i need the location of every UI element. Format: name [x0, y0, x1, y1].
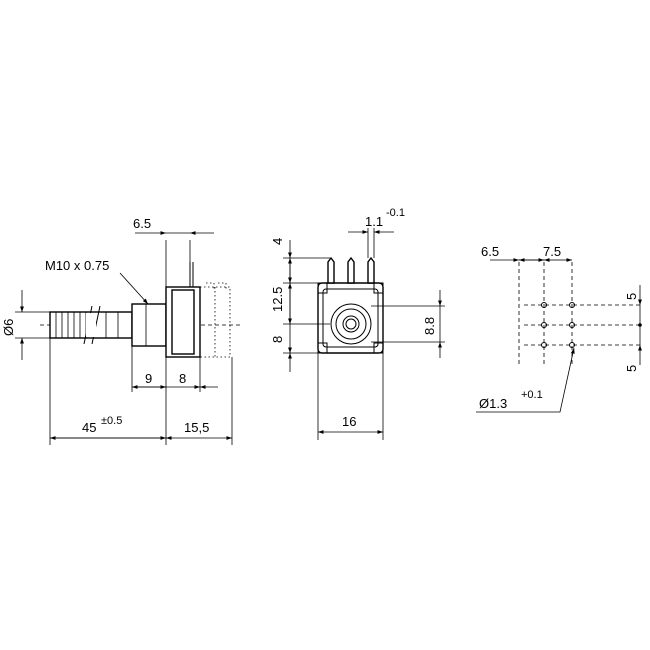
dim-shaft-len-tol: ±0.5 [101, 415, 122, 427]
front-view: 1.1 -0.1 4 12.5 8 8.8 16 [270, 207, 445, 440]
threaded-bushing [131, 303, 167, 347]
dim-hole-tol: +0.1 [521, 389, 543, 401]
dim-body-len: 8 [179, 371, 186, 386]
dim-col-pitch: 7.5 [543, 244, 561, 259]
potentiometer-body [165, 262, 231, 358]
pcb-footprint: 6.5 7.5 5 5 Ø1.3 +0.1 [476, 244, 642, 413]
thread-label: M10 x 0.75 [45, 258, 109, 273]
knurled-shaft [49, 305, 133, 345]
dim-row-pitch-top: 5 [624, 293, 639, 300]
dim-hub: 8.8 [422, 317, 437, 335]
dim-rear-len: 15,5 [184, 420, 209, 435]
dim-col-offset: 6.5 [481, 244, 499, 259]
dim-pin-width: 1.1 [365, 214, 383, 229]
dim-pin-height: 4 [270, 238, 285, 245]
footprint-holes [541, 302, 642, 348]
dim-bushing-len: 9 [145, 371, 152, 386]
dim-bushing-offset: 6.5 [133, 216, 151, 231]
side-view: M10 x 0.75 6.5 Ø6 9 8 45 ±0.5 [1, 216, 240, 445]
dim-lower: 8 [270, 336, 285, 343]
front-pins [327, 256, 375, 284]
dim-hole: Ø1.3 [479, 396, 507, 411]
dim-width: 16 [342, 414, 356, 429]
dim-pin-width-tol: -0.1 [386, 207, 405, 219]
dim-row-pitch-bottom: 5 [624, 365, 639, 372]
dim-upper: 12.5 [270, 287, 285, 312]
dim-shaft-dia: Ø6 [1, 319, 16, 336]
dim-shaft-len: 45 [82, 420, 96, 435]
